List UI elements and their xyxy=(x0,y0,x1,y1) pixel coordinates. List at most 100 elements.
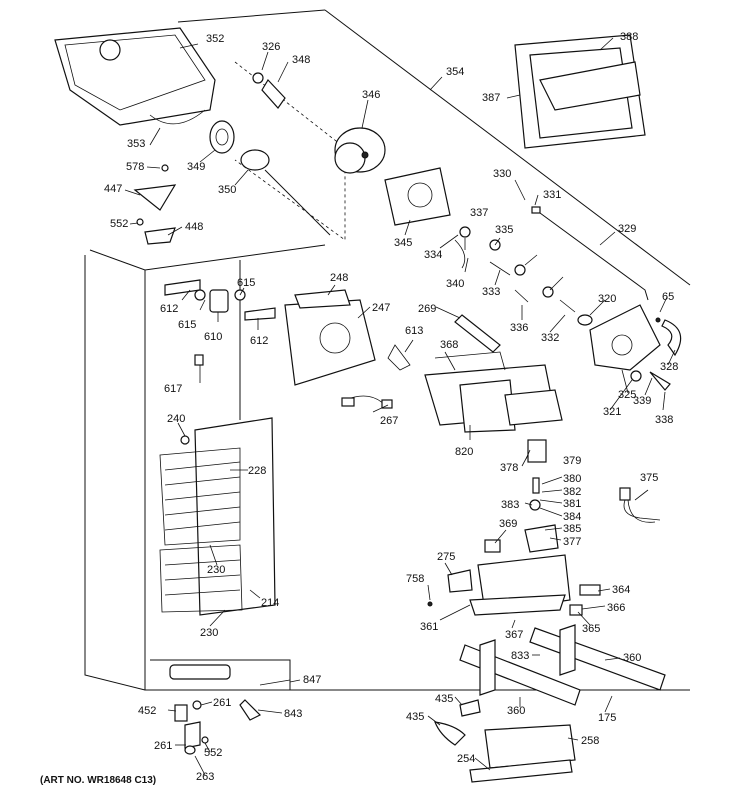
callout-452: 452 xyxy=(138,705,156,717)
callout-360: 360 xyxy=(623,652,641,664)
callout-332: 332 xyxy=(541,332,559,344)
callout-361: 361 xyxy=(420,621,438,633)
callout-365: 365 xyxy=(582,623,600,635)
callout-820: 820 xyxy=(455,446,473,458)
callout-267: 267 xyxy=(380,415,398,427)
callout-330: 330 xyxy=(493,168,511,180)
callout-325: 325 xyxy=(618,389,636,401)
callout-349: 349 xyxy=(187,161,205,173)
callout-65: 65 xyxy=(662,291,674,303)
callout-843: 843 xyxy=(284,708,302,720)
callout-261b: 261 xyxy=(154,740,172,752)
freezer-wall-components xyxy=(164,279,276,366)
callout-214: 214 xyxy=(261,597,279,609)
callout-230: 230 xyxy=(207,564,225,576)
callout-578: 578 xyxy=(126,161,144,173)
callout-269: 269 xyxy=(418,303,436,315)
callout-377: 377 xyxy=(563,536,581,548)
callout-448: 448 xyxy=(185,221,203,233)
callout-360b: 360 xyxy=(507,705,525,717)
callout-383: 383 xyxy=(501,499,519,511)
callout-381: 381 xyxy=(563,498,581,510)
callout-613: 613 xyxy=(405,325,423,337)
callout-833: 833 xyxy=(511,650,529,662)
callout-617: 617 xyxy=(164,383,182,395)
art-number: (ART NO. WR18648 C13) xyxy=(40,775,156,786)
callout-368: 368 xyxy=(440,339,458,351)
callout-339: 339 xyxy=(633,395,651,407)
callout-367: 367 xyxy=(505,629,523,641)
callout-247: 247 xyxy=(372,302,390,314)
callout-552b: 552 xyxy=(204,747,222,759)
callout-345: 345 xyxy=(394,237,412,249)
callout-435: 435 xyxy=(435,693,453,705)
callout-610: 610 xyxy=(204,331,222,343)
dispenser-door-387 xyxy=(514,34,646,149)
callout-335: 335 xyxy=(495,224,513,236)
callout-352: 352 xyxy=(206,33,224,45)
callout-321: 321 xyxy=(603,406,621,418)
evaporator-228 xyxy=(159,417,276,616)
callout-340: 340 xyxy=(446,278,464,290)
callout-380: 380 xyxy=(563,473,581,485)
callout-615b: 615 xyxy=(237,277,255,289)
callout-847: 847 xyxy=(303,674,321,686)
callout-353: 353 xyxy=(127,138,145,150)
callout-366: 366 xyxy=(607,602,625,614)
callout-261: 261 xyxy=(213,697,231,709)
dispenser-small-parts xyxy=(454,189,649,313)
callout-275: 275 xyxy=(437,551,455,563)
callout-263: 263 xyxy=(196,771,214,783)
callout-388: 388 xyxy=(620,31,638,43)
callout-382: 382 xyxy=(563,486,581,498)
leader-lines xyxy=(124,37,676,776)
callout-615: 615 xyxy=(178,319,196,331)
callout-258: 258 xyxy=(581,735,599,747)
callout-240: 240 xyxy=(167,413,185,425)
callout-337: 337 xyxy=(470,207,488,219)
auger-assembly xyxy=(209,120,331,236)
callout-612: 612 xyxy=(160,303,178,315)
callout-labels: 352 326 348 346 354 388 387 353 349 350 … xyxy=(104,31,678,783)
callout-228: 228 xyxy=(248,465,266,477)
callout-320: 320 xyxy=(598,293,616,305)
mounting-plate-345 xyxy=(384,167,451,226)
auger-motor-346 xyxy=(334,127,386,174)
callout-333: 333 xyxy=(482,286,500,298)
callout-338: 338 xyxy=(655,414,673,426)
tube-269 xyxy=(454,314,501,353)
callout-336: 336 xyxy=(510,322,528,334)
callout-346: 346 xyxy=(362,89,380,101)
callout-758: 758 xyxy=(406,573,424,585)
callout-378: 378 xyxy=(500,462,518,474)
wire-harness-375 xyxy=(619,487,661,523)
callout-435b: 435 xyxy=(406,711,424,723)
dispenser-housing-361 xyxy=(427,439,601,616)
callout-552: 552 xyxy=(110,218,128,230)
bearing-frame xyxy=(234,61,346,241)
callout-348: 348 xyxy=(292,54,310,66)
callout-384: 384 xyxy=(563,511,581,523)
callout-175: 175 xyxy=(598,712,616,724)
callout-379: 379 xyxy=(563,455,581,467)
callout-326: 326 xyxy=(262,41,280,53)
callout-447: 447 xyxy=(104,183,122,195)
fan-housing-247 xyxy=(284,289,411,409)
cabinet-outline xyxy=(84,9,691,691)
callout-612b: 612 xyxy=(250,335,268,347)
callout-334: 334 xyxy=(424,249,442,261)
ice-bucket-352 xyxy=(54,27,216,126)
dispenser-solenoid-320 xyxy=(577,304,682,391)
callout-354: 354 xyxy=(446,66,464,78)
ice-maker-368 xyxy=(424,351,563,433)
callout-254: 254 xyxy=(457,753,475,765)
callout-248: 248 xyxy=(330,272,348,284)
callout-350: 350 xyxy=(218,184,236,196)
callout-331: 331 xyxy=(543,189,561,201)
callout-328: 328 xyxy=(660,361,678,373)
callout-375: 375 xyxy=(640,472,658,484)
callout-387: 387 xyxy=(482,92,500,104)
callout-329: 329 xyxy=(618,223,636,235)
callout-369: 369 xyxy=(499,518,517,530)
